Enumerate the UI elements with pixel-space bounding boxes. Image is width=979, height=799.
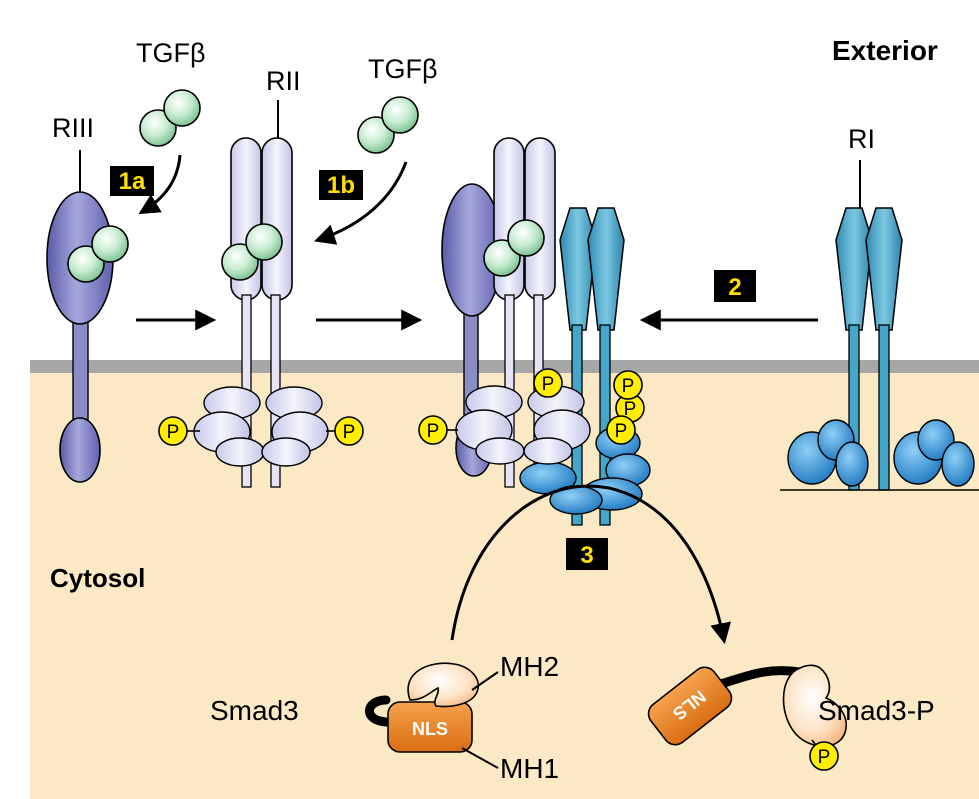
phosphate-complex-ri-3: P [613,370,643,400]
smad3-mh1-domain [387,701,473,753]
smad3-label: Smad3 [210,695,299,726]
tgfb-label-1: TGFβ [136,38,206,68]
svg-text:P: P [167,422,180,443]
arrow-smad3-phosphorylation [450,484,731,645]
smad3-phosphorylated: NLS [647,664,847,749]
ri-receptor [780,160,979,491]
svg-text:P: P [622,376,635,397]
step-1b-box [319,170,363,200]
nls-label-1: NLS [412,719,448,739]
arrow-1b [314,161,408,245]
step-1a-box [110,166,154,196]
step-3-box [566,538,608,570]
phosphate-complex-left: P [418,415,448,445]
phosphate-complex-ri-4: P [606,415,636,445]
svg-text:P: P [818,747,831,768]
smad3-inactive [365,662,499,769]
rii-label: RII [266,66,301,96]
phosphate-rii-right: P [334,416,364,446]
step-1a-label: 1a [119,168,146,195]
arrow-1a [138,154,182,215]
step-1b-label: 1b [327,172,355,199]
riii-label: RIII [52,113,94,143]
phosphate-rii-left: P [158,416,188,446]
phosphate-complex-ri-1: P [533,368,563,398]
exterior-label: Exterior [832,35,938,66]
tgfb-label-2: TGFβ [368,54,438,84]
svg-text:P: P [343,422,356,443]
cytosol-label: Cytosol [50,563,145,593]
svg-text:P: P [427,421,440,442]
smad3p-label: Smad3-P [818,695,935,726]
phosphate-smad3p: P [809,741,839,771]
phosphate-complex-ri-2: P [615,393,645,423]
step-3-label: 3 [580,542,593,569]
step-2-box [714,270,756,302]
svg-text:P: P [615,421,628,442]
svg-text:P: P [624,399,637,420]
mh2-label: MH2 [500,651,559,682]
step-2-label: 2 [728,274,741,301]
smad3p-mh1-domain: NLS [647,666,733,746]
smad3p-mh2-domain [782,664,847,747]
smad3-mh2-domain [407,662,479,708]
ri-label: RI [848,124,875,154]
svg-text:P: P [542,374,555,395]
mh1-label: MH1 [500,753,559,784]
